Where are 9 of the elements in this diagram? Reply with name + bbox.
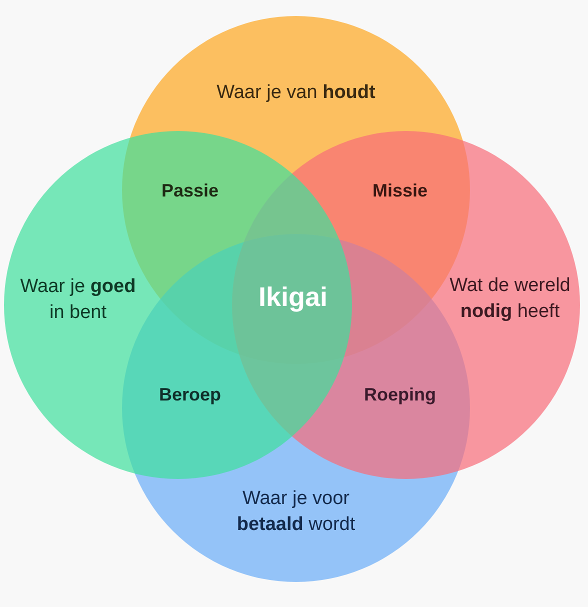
overlap-label: Passie bbox=[161, 180, 219, 202]
overlap-label: Missie bbox=[372, 180, 428, 202]
circle-label: Waar je voor betaald wordt bbox=[236, 487, 356, 537]
circle-label: Waar je van houdt bbox=[216, 81, 376, 105]
circle-label: Wat de wereld nodig heeft bbox=[448, 274, 572, 324]
center-label: Ikigai bbox=[258, 280, 328, 314]
overlap-label: Beroep bbox=[159, 384, 221, 406]
circle-label: Waar je goed in bent bbox=[19, 275, 137, 325]
overlap-label: Roeping bbox=[364, 384, 436, 406]
